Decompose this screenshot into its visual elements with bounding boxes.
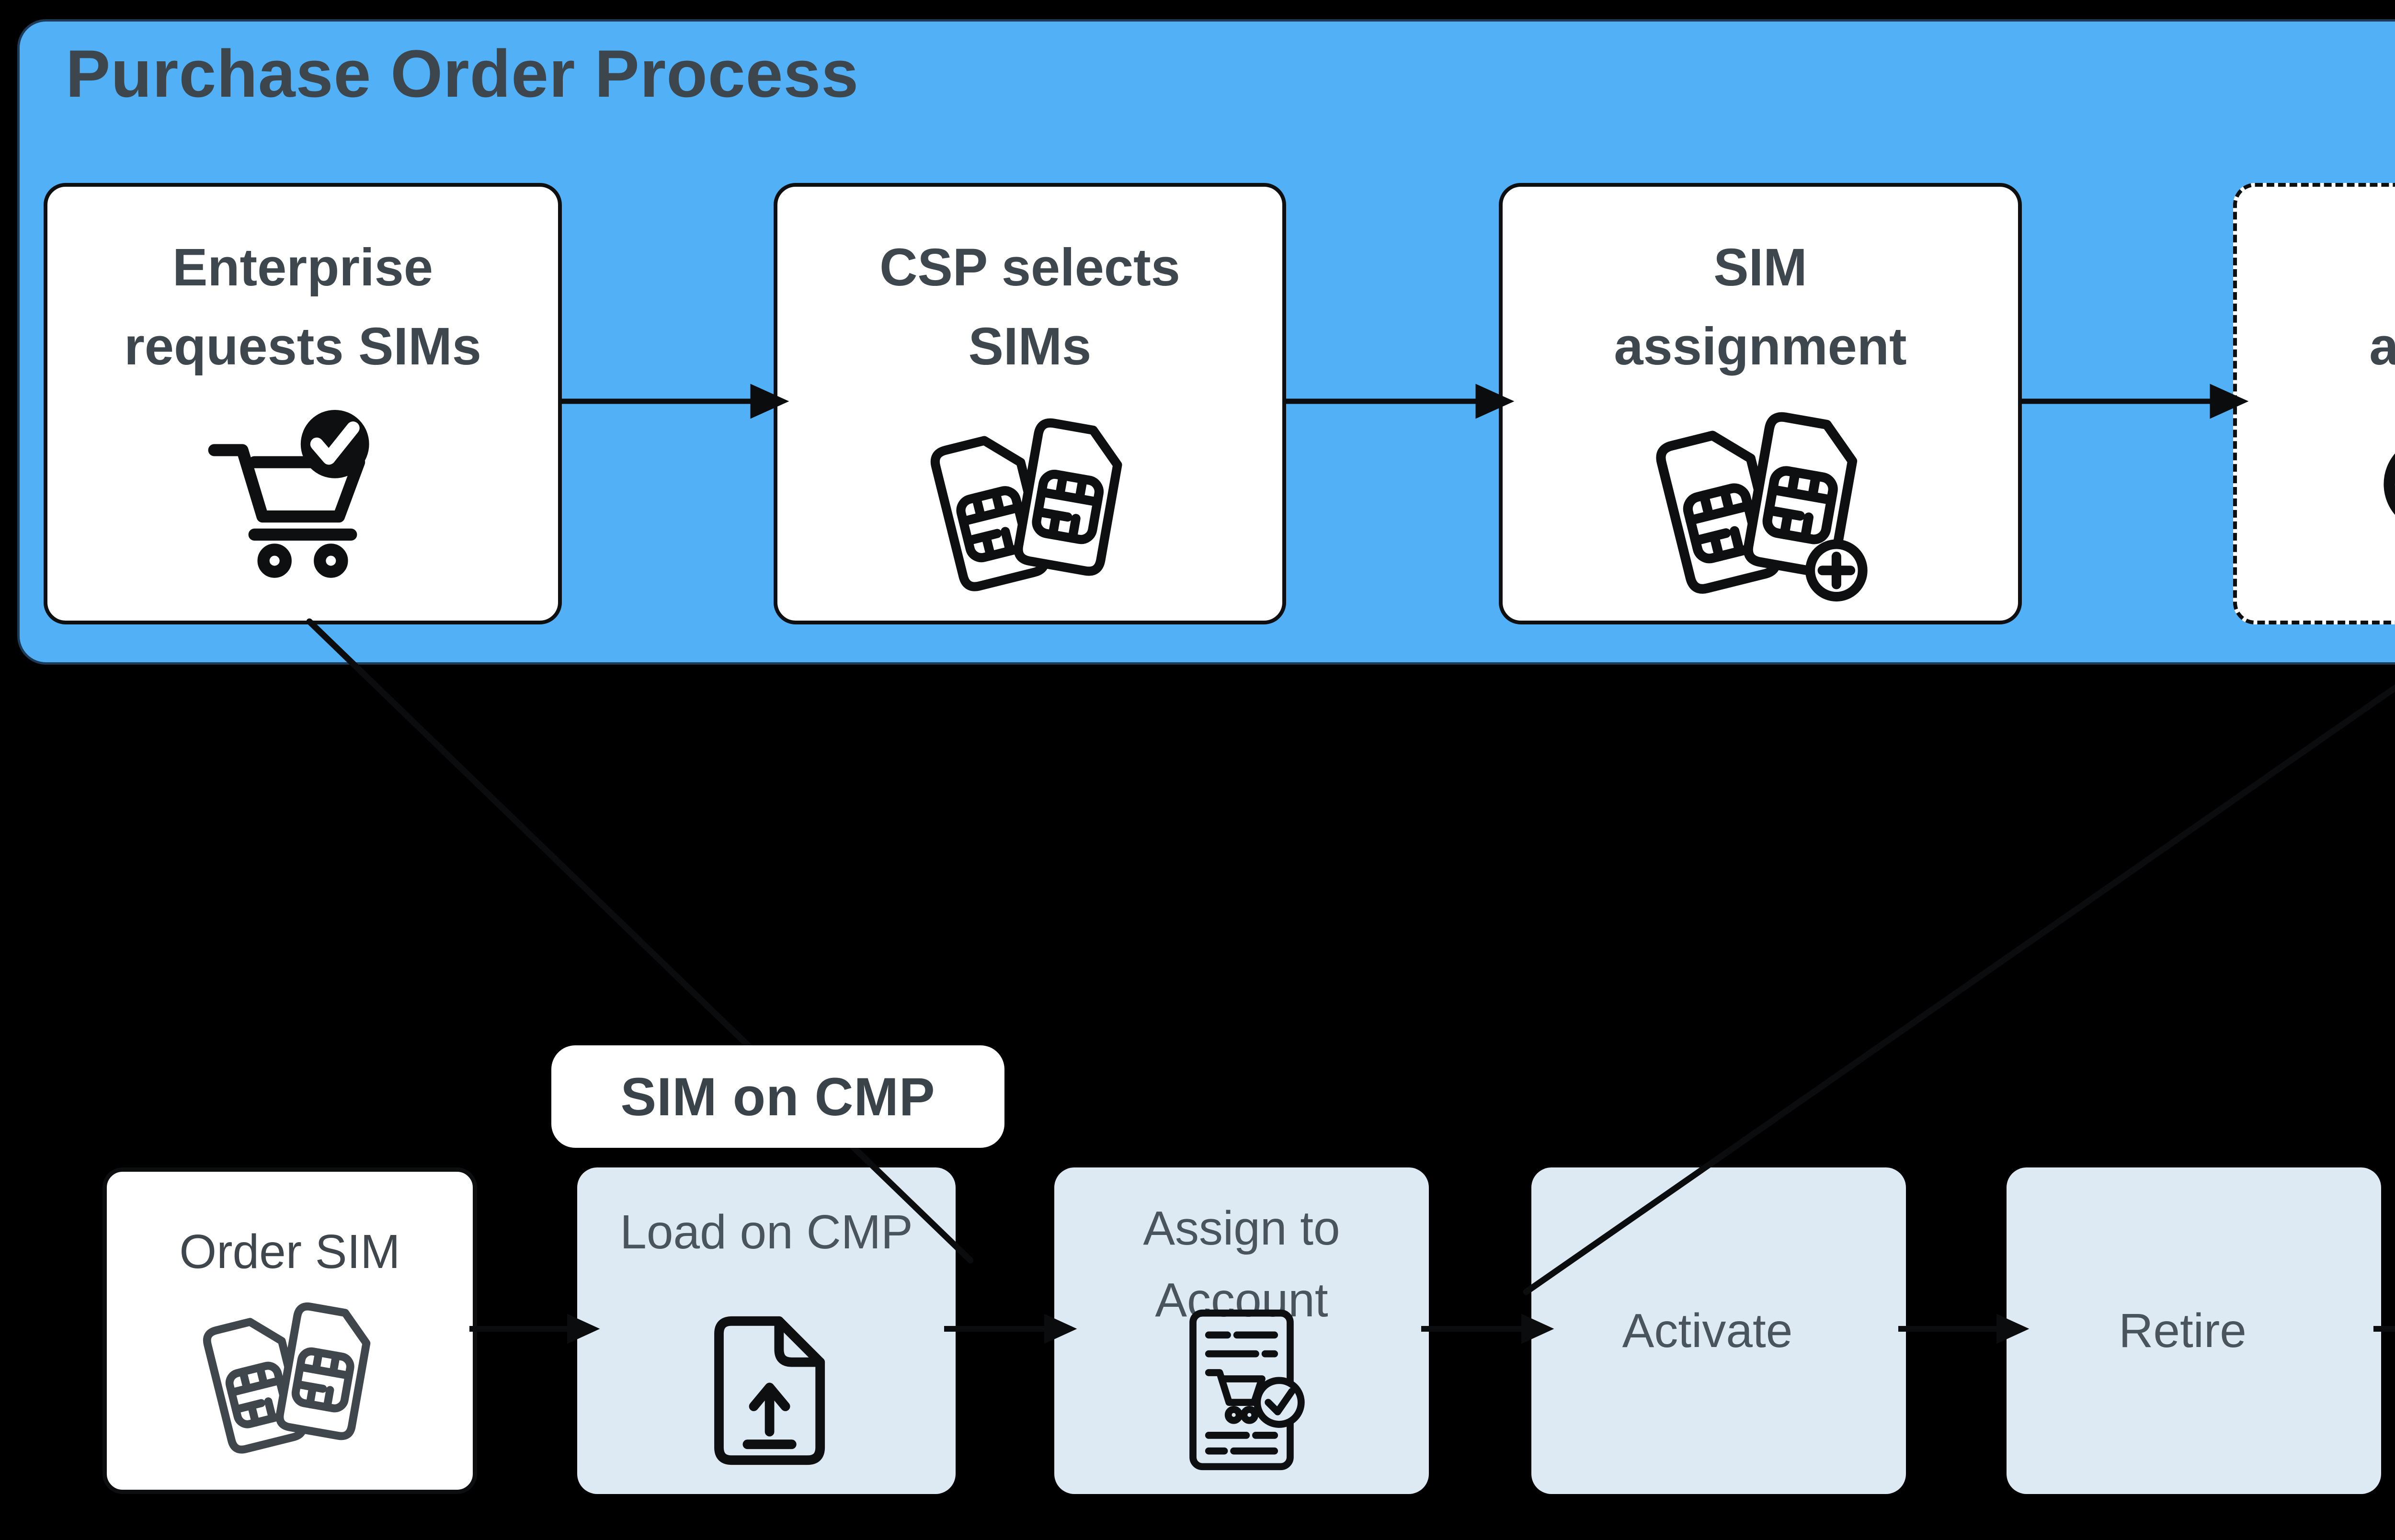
step-label: Enterprise requests SIMs xyxy=(124,238,481,376)
step-label: Retire xyxy=(2119,1304,2247,1358)
step-load-on-cmp: Load on CMP xyxy=(577,1167,956,1494)
sim-cards-icon xyxy=(199,1293,381,1463)
step-label: SIM assignment xyxy=(1614,238,1907,376)
order-check-icon xyxy=(1155,1307,1328,1482)
sim-on-cmp-badge: SIM on CMP xyxy=(551,1045,1004,1148)
step-order-sim: Order SIM xyxy=(103,1167,477,1494)
step-enterprise-requests-sims: Enterprise requests SIMs xyxy=(44,183,562,624)
sim-cards-icon xyxy=(924,408,1135,601)
step-sim-activation: SIM activation xyxy=(2233,183,2395,624)
step-label: Load on CMP xyxy=(620,1205,913,1259)
file-upload-icon xyxy=(687,1312,845,1472)
step-activate: Activate xyxy=(1531,1167,1906,1494)
step-label: CSP selects SIMs xyxy=(879,238,1180,376)
sim-add-icon xyxy=(1650,401,1870,604)
step-label: Activate xyxy=(1622,1304,1793,1358)
sim-on-cmp-label: SIM on CMP xyxy=(620,1066,935,1127)
step-assign-to-account: Assign to Account xyxy=(1054,1167,1429,1494)
toggle-check-icon xyxy=(2380,419,2395,551)
step-sim-assignment: SIM assignment xyxy=(1499,183,2022,624)
cart-check-icon xyxy=(202,387,403,596)
purchase-order-title: Purchase Order Process xyxy=(66,36,859,111)
step-label: Assign to Account xyxy=(1143,1201,1340,1327)
step-csp-selects-sims: CSP selects SIMs xyxy=(774,183,1286,624)
step-label: Order SIM xyxy=(179,1225,400,1279)
step-label: SIM activation xyxy=(2369,317,2395,376)
step-retire: Retire xyxy=(2007,1167,2381,1494)
